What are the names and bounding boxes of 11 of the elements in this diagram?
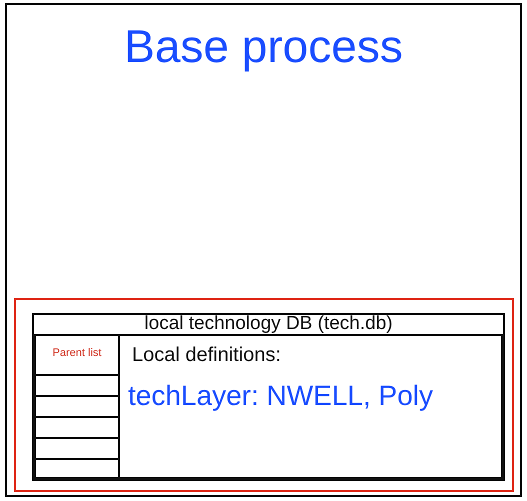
outer-frame: [5, 3, 522, 497]
table-cell: [34, 458, 120, 479]
table-cell: [34, 334, 120, 376]
parent-list-label: Parent list: [52, 347, 102, 359]
highlight-frame: [14, 298, 514, 492]
process-title: Base process: [123, 19, 404, 73]
definition-text: techLayer: NWELL, Poly: [128, 380, 434, 412]
definitions-panel: [118, 334, 503, 479]
definitions-heading: Local definitions:: [132, 344, 281, 367]
database-title: local technology DB (tech.db): [143, 314, 394, 335]
database-box: [32, 313, 505, 481]
